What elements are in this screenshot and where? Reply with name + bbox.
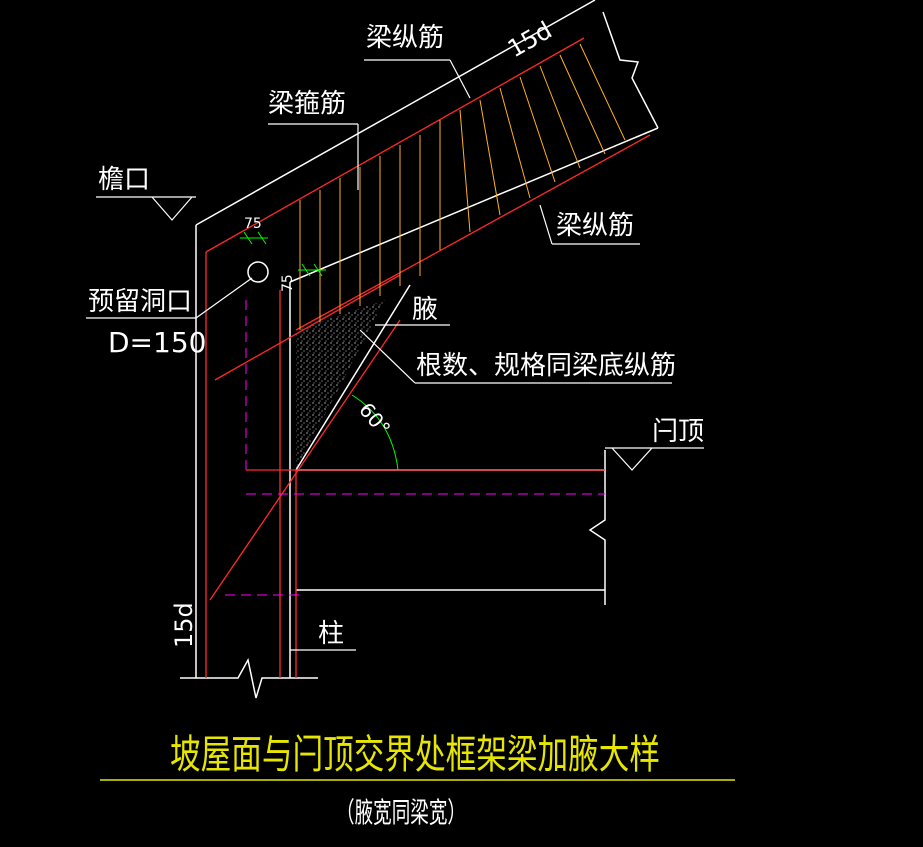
- label-15d-left: 15d: [170, 602, 198, 648]
- structure-lines: [205, 37, 651, 678]
- label-hole: 预留洞口: [88, 287, 192, 317]
- label-beam-long-bar-top: 梁纵筋: [366, 23, 444, 53]
- haunch-concrete: [296, 300, 385, 470]
- structure-outline: [180, 0, 659, 699]
- drawing-title: 坡屋面与闩顶交界处框架梁加腋大样: [170, 732, 660, 778]
- leader-lines: [86, 59, 704, 651]
- label-haunch: 腋: [412, 295, 438, 325]
- label-beam-stirrup: 梁箍筋: [268, 89, 346, 119]
- drawing-subtitle: （腋宽同梁宽）: [336, 796, 466, 829]
- label-parapet-top: 闩顶: [652, 417, 704, 447]
- hole-circle: [247, 261, 269, 283]
- label-15d-top: 15d: [503, 16, 557, 63]
- dimension-marks: [240, 231, 399, 471]
- label-hole-diameter: D=150: [108, 326, 206, 359]
- label-75-side: 75: [280, 274, 296, 292]
- label-beam-long-bar-bottom: 梁纵筋: [556, 211, 634, 241]
- label-column: 柱: [318, 619, 344, 649]
- label-75-top: 75: [244, 216, 262, 232]
- label-angle: 60°: [354, 398, 395, 441]
- label-haunch-note: 根数、规格同梁底纵筋: [416, 351, 676, 381]
- centerlines: [225, 300, 605, 596]
- stirrups: [299, 43, 626, 330]
- label-eave: 檐口: [98, 165, 150, 195]
